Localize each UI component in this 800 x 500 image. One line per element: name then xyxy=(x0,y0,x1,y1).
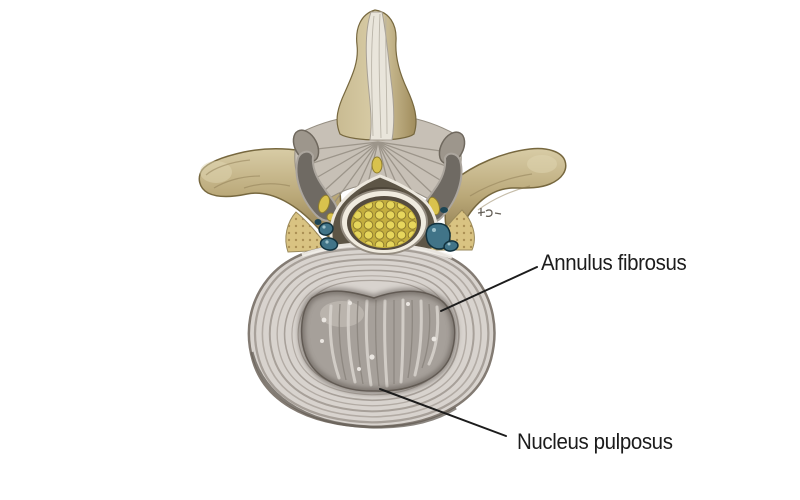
label-nucleus-pulposus: Nucleus pulposus xyxy=(517,429,673,454)
veins-right xyxy=(425,207,459,252)
spinous-process xyxy=(336,9,417,141)
artist-monogram xyxy=(477,208,502,218)
nucleus-pulposus xyxy=(298,287,459,395)
label-annulus-fibrosus: Annulus fibrosus xyxy=(541,250,687,275)
leader-line-nucleus xyxy=(379,388,507,437)
cauda-equina xyxy=(340,189,428,255)
veins-left xyxy=(314,219,339,251)
leader-line-annulus xyxy=(440,266,538,312)
ligamentum-flavum xyxy=(371,156,383,174)
transverse-process-right xyxy=(444,147,567,239)
articular-process-left xyxy=(292,129,339,222)
leader-lines xyxy=(379,266,538,437)
articular-process-right xyxy=(419,131,466,224)
